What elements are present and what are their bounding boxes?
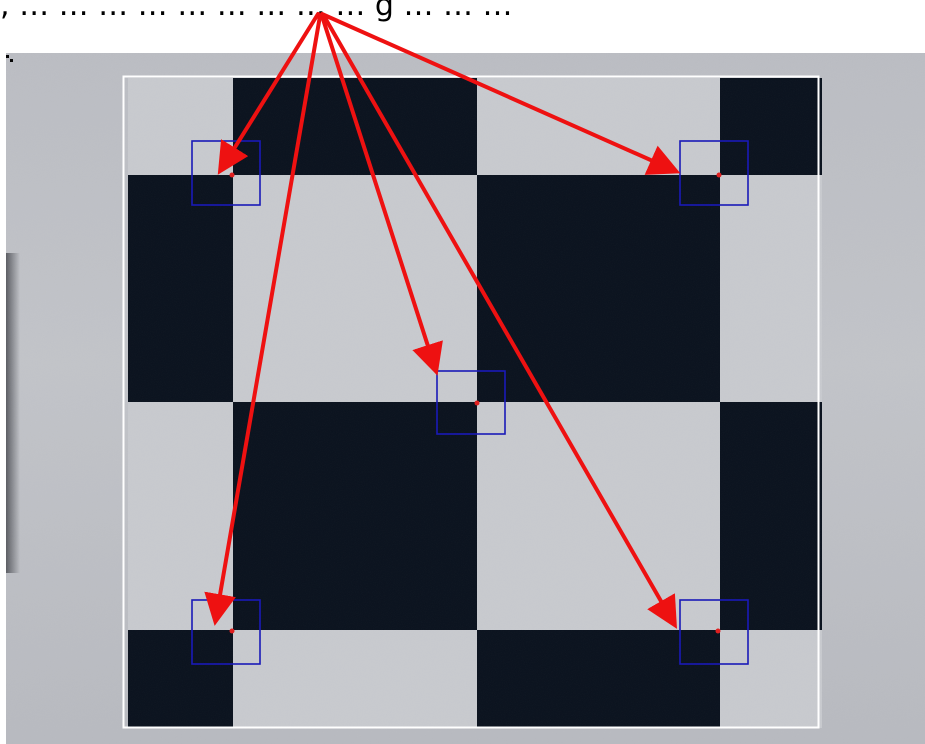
corner-point <box>475 401 480 406</box>
photo-texture <box>6 53 925 744</box>
corner-point <box>716 629 721 634</box>
corner-point <box>230 629 235 634</box>
corner-point <box>717 173 722 178</box>
corner-point <box>230 173 235 178</box>
